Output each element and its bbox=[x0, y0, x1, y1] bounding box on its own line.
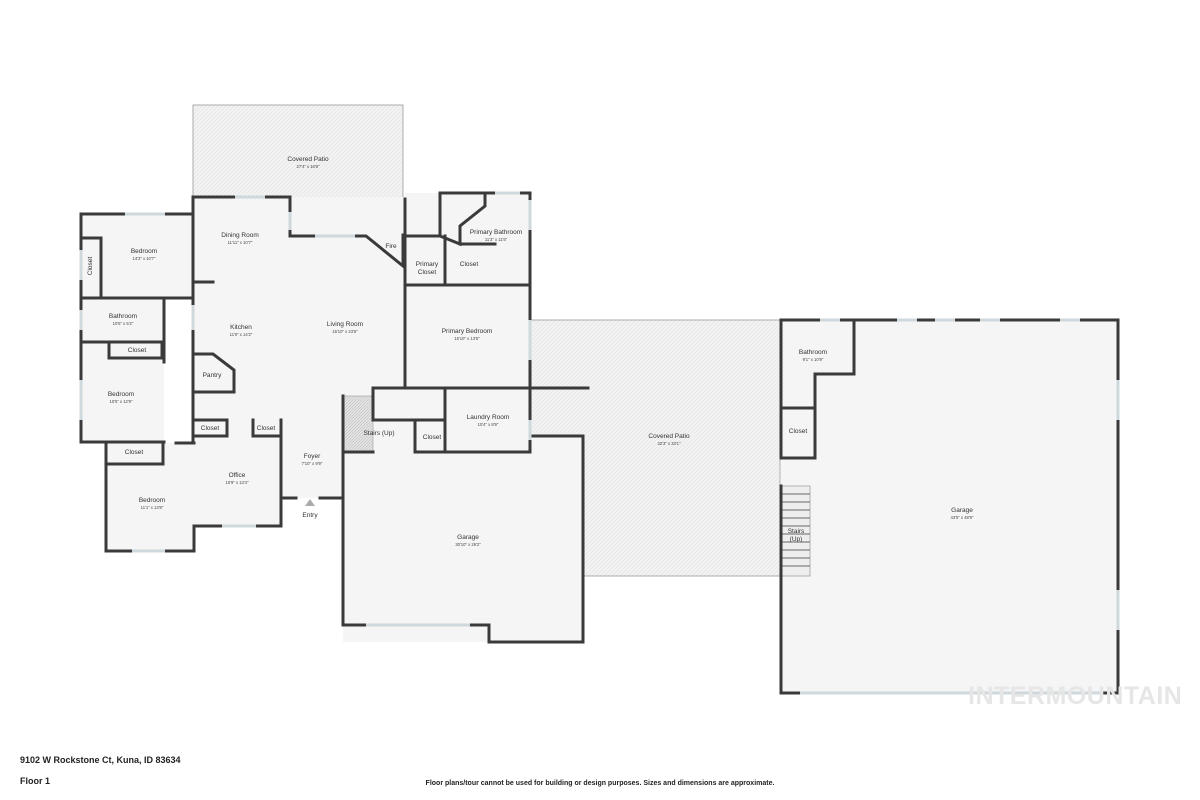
covered-patio-top-dim: 27'4" x 16'8" bbox=[297, 164, 320, 169]
stairs-up-2-name-2: (Up) bbox=[790, 536, 803, 543]
laundry-room-dim: 10'4" x 8'9" bbox=[478, 422, 499, 427]
kitchen-dim: 11'0" x 14'2" bbox=[230, 332, 253, 337]
primary-bathroom-name: Primary Bathroom bbox=[470, 229, 522, 236]
primary-closet-name-2: Closet bbox=[418, 269, 437, 276]
living-room-dim: 15'10" x 23'6" bbox=[332, 329, 358, 334]
bedroom-1-name: Bedroom bbox=[131, 248, 157, 255]
primary-bedroom-name: Primary Bedroom bbox=[442, 328, 493, 335]
watermark-logo: INTERMOUNTAIN bbox=[968, 682, 1183, 710]
laundry-room-name: Laundry Room bbox=[467, 414, 510, 421]
covered-patio-mid-name: Covered Patio bbox=[648, 433, 690, 440]
covered-patio-top-name: Covered Patio bbox=[287, 156, 329, 163]
bathroom-2-name: Bathroom bbox=[799, 349, 827, 356]
closet-8-name: Closet bbox=[789, 428, 808, 435]
entry-name: Entry bbox=[302, 512, 318, 519]
floor-label: Floor 1 bbox=[20, 776, 51, 786]
bedroom-2-name: Bedroom bbox=[108, 391, 134, 398]
office-name: Office bbox=[229, 472, 246, 479]
primary-bedroom-dim: 15'10" x 13'5" bbox=[454, 336, 480, 341]
dining-room-name: Dining Room bbox=[221, 232, 259, 239]
closet-1-name: Closet bbox=[87, 257, 94, 276]
foyer-name: Foyer bbox=[304, 453, 321, 460]
closet-5-name: Closet bbox=[201, 425, 220, 432]
fire-name: Fire bbox=[385, 243, 397, 250]
closet-6-name: Closet bbox=[257, 425, 276, 432]
primary-closet-name-1: Primary bbox=[416, 261, 439, 268]
closet-4-name: Closet bbox=[423, 434, 442, 441]
stairs-right bbox=[781, 485, 811, 577]
windows bbox=[79, 191, 1120, 695]
kitchen-name: Kitchen bbox=[230, 324, 252, 331]
garage-1-name: Garage bbox=[457, 534, 479, 541]
garage-2-dim: 43'5" x 48'9" bbox=[951, 515, 974, 520]
bedroom-1-dim: 14'3" x 10'7" bbox=[133, 256, 156, 261]
closet-7-name: Closet bbox=[125, 449, 144, 456]
closet-2-name: Closet bbox=[460, 261, 479, 268]
stairs-left bbox=[343, 395, 374, 453]
foyer-dim: 7'10" x 9'9" bbox=[302, 461, 323, 466]
stairs-up-1-name: Stairs (Up) bbox=[363, 430, 394, 437]
office-dim: 10'9" x 13'4" bbox=[226, 480, 249, 485]
stairs-up-2-name-1: Stairs bbox=[788, 528, 805, 535]
walls-garage-1 bbox=[341, 434, 585, 644]
bedroom-3-dim: 11'1" x 13'8" bbox=[141, 505, 164, 510]
floor-fills bbox=[81, 193, 1118, 693]
covered-patio-mid-dim: 32'3" x 33'1" bbox=[658, 441, 681, 446]
living-room-name: Living Room bbox=[327, 321, 363, 328]
entry-arrow-icon bbox=[305, 499, 315, 506]
room-labels: Covered Patio 27'4" x 16'8" Bedroom 14'3… bbox=[87, 156, 974, 547]
address: 9102 W Rockstone Ct, Kuna, ID 83634 bbox=[20, 755, 181, 765]
closet-3-name: Closet bbox=[128, 347, 147, 354]
disclaimer: Floor plans/tour cannot be used for buil… bbox=[425, 780, 775, 787]
garage-2-name: Garage bbox=[951, 507, 973, 514]
pantry-name: Pantry bbox=[203, 372, 223, 379]
primary-bathroom-dim: 11'3" x 11'5" bbox=[485, 237, 508, 242]
garage-1-dim: 30'10" x 26'2" bbox=[455, 542, 481, 547]
walls-garage-2 bbox=[779, 318, 1120, 695]
bathroom-2-dim: 9'1" x 10'9" bbox=[803, 357, 824, 362]
bathroom-1-name: Bathroom bbox=[109, 313, 137, 320]
bedroom-2-dim: 10'5" x 12'9" bbox=[110, 399, 133, 404]
bathroom-1-dim: 10'5" x 5'2" bbox=[113, 321, 134, 326]
bedroom-3-name: Bedroom bbox=[139, 497, 165, 504]
dining-room-dim: 11'11" x 10'7" bbox=[228, 240, 253, 245]
